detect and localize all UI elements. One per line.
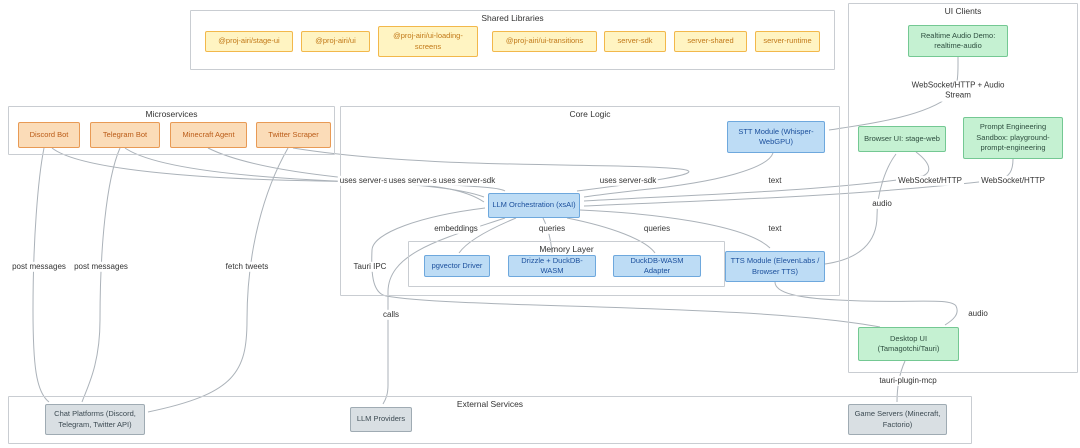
node-ui-transitions: @proj-airi/ui-transitions — [492, 31, 597, 52]
group-memory-layer: Memory Layer — [408, 241, 725, 287]
edge-llm-to-pgvector — [458, 217, 517, 254]
node-realtime-audio: Realtime Audio Demo: realtime-audio — [908, 25, 1008, 57]
node-duckdb-adapter: DuckDB-WASM Adapter — [613, 255, 701, 277]
edge-telegram-to-chat — [81, 147, 121, 403]
group-title-core-logic: Core Logic — [569, 109, 611, 119]
edge-label-llm-to-pgvector: embeddings — [432, 223, 480, 235]
node-tts-module: TTS Module (ElevenLabs / Browser TTS) — [725, 251, 825, 282]
edge-llm-to-adapter — [566, 217, 656, 254]
node-chat-platforms: Chat Platforms (Discord, Telegram, Twitt… — [45, 404, 145, 435]
edge-twitter-to-chat — [147, 147, 289, 413]
node-llm-providers: LLM Providers — [350, 407, 412, 432]
edge-llm-to-tts — [579, 209, 771, 249]
edge-label-desktop-to-llm: Tauri IPC — [351, 261, 389, 273]
edge-label-discord-to-llm: uses server-sdk — [337, 175, 399, 187]
group-title-ui-clients: UI Clients — [944, 6, 982, 16]
group-title-memory-layer: Memory Layer — [539, 244, 594, 254]
edge-label-twitter-to-chat: fetch tweets — [223, 261, 271, 273]
node-ui-loading-screens: @proj-airi/ui-loading-screens — [378, 26, 478, 57]
edge-label-discord-to-chat: post messages — [10, 261, 68, 273]
edge-label-telegram-to-llm: uses server-sdk — [386, 175, 448, 187]
edge-label-llm-to-providers: calls — [380, 309, 402, 321]
group-external-services: External Services — [8, 396, 972, 444]
group-microservices: Microservices — [8, 106, 335, 155]
node-prompt-sandbox: Prompt Engineering Sandbox: playground-p… — [963, 117, 1063, 159]
edge-tts-to-browser — [824, 153, 897, 265]
group-title-external-services: External Services — [456, 399, 524, 409]
edge-label-telegram-to-chat: post messages — [72, 261, 130, 273]
node-twitter-scraper: Twitter Scraper — [256, 122, 331, 148]
node-desktop-ui: Desktop UI (Tamagotchi/Tauri) — [858, 327, 959, 361]
group-title-microservices: Microservices — [145, 109, 198, 119]
node-drizzle-duckdb: Drizzle + DuckDB-WASM — [508, 255, 596, 277]
edge-tts-to-desktop — [774, 281, 958, 326]
node-game-servers: Game Servers (Minecraft, Factorio) — [848, 404, 947, 435]
edge-label-tts-to-desktop: audio — [966, 308, 990, 320]
edge-label-realtime-to-stt: WebSocket/HTTP + Audio Stream — [909, 80, 1007, 102]
edge-label-prompt-to-llm: WebSocket/HTTP — [979, 175, 1047, 187]
node-minecraft-agent: Minecraft Agent — [170, 122, 247, 148]
node-server-runtime: server-runtime — [755, 31, 820, 52]
edge-label-browser-to-llm: WebSocket/HTTP — [896, 175, 964, 187]
group-shared-libraries: Shared Libraries — [190, 10, 835, 70]
node-ui: @proj-airi/ui — [301, 31, 370, 52]
node-stage-ui: @proj-airi/stage-ui — [205, 31, 293, 52]
edge-label-minecraft-to-llm: uses server-sdk — [436, 175, 498, 187]
edge-label-tts-to-browser: audio — [870, 198, 894, 210]
edge-browser-to-llm — [583, 151, 930, 202]
node-pgvector-driver: pgvector Driver — [424, 255, 490, 277]
node-server-sdk: server-sdk — [604, 31, 666, 52]
node-stt-module: STT Module (Whisper-WebGPU) — [727, 121, 825, 153]
edge-label-llm-to-drizzle: queries — [536, 223, 568, 235]
edge-label-desktop-to-game: tauri-plugin-mcp — [877, 375, 939, 387]
group-title-shared-libraries: Shared Libraries — [481, 13, 544, 23]
node-browser-ui: Browser UI: stage-web — [858, 126, 946, 152]
edge-discord-to-chat — [32, 147, 50, 403]
group-core-logic: Core Logic — [340, 106, 840, 296]
edge-desktop-to-llm — [371, 207, 881, 328]
edge-label-twitter-to-llm: uses server-sdk — [597, 175, 659, 187]
node-llm-orchestration: LLM Orchestration (xsAI) — [488, 193, 580, 218]
edge-llm-to-drizzle — [542, 217, 553, 254]
edge-prompt-to-llm — [583, 158, 1014, 207]
node-discord-bot: Discord Bot — [18, 122, 80, 148]
edge-label-llm-to-tts: text — [766, 223, 784, 235]
node-telegram-bot: Telegram Bot — [90, 122, 160, 148]
edge-label-stt-to-llm: text — [766, 175, 784, 187]
edge-label-llm-to-adapter: queries — [641, 223, 673, 235]
edge-stt-to-llm — [583, 152, 774, 198]
node-server-shared: server-shared — [674, 31, 747, 52]
group-ui-clients: UI Clients — [848, 3, 1078, 373]
